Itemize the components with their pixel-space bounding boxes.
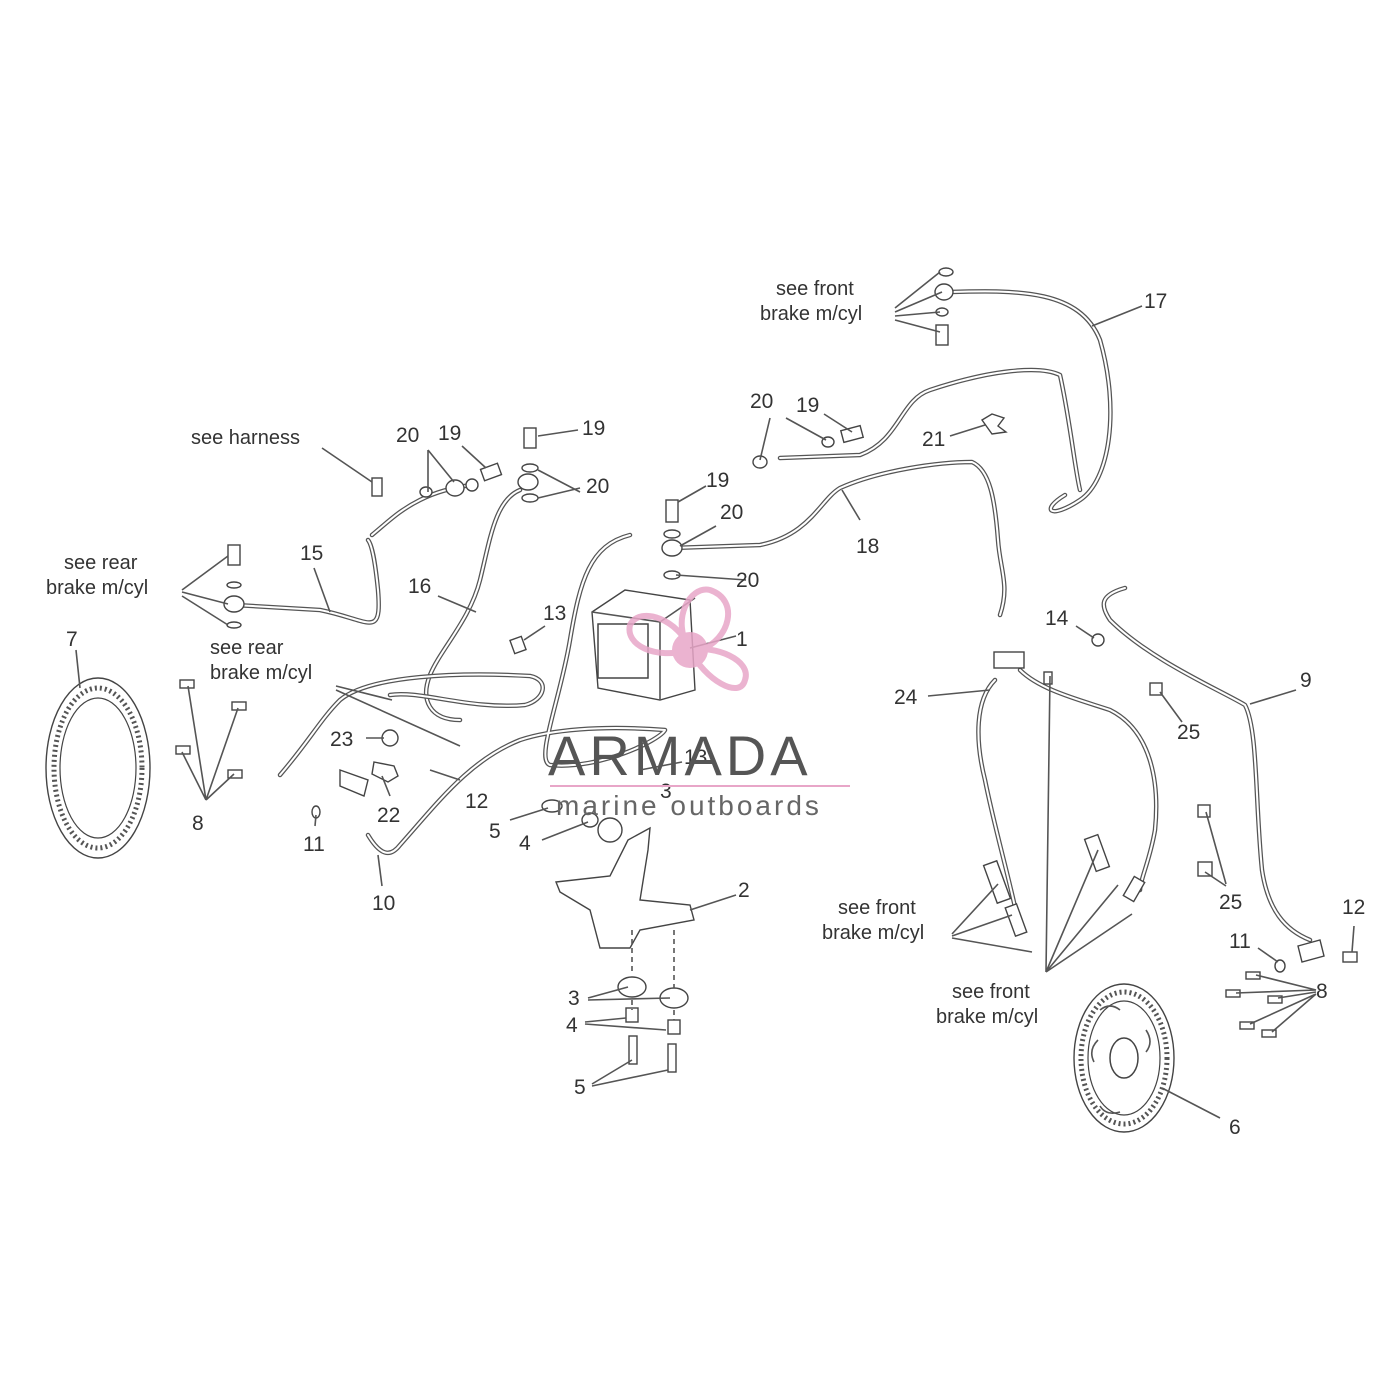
callout-20: 20 xyxy=(736,569,759,592)
note-rear-b-line1: see rear xyxy=(210,637,284,659)
tone-ring-7 xyxy=(45,677,151,859)
callout-23: 23 xyxy=(330,728,353,751)
callout-13: 13 xyxy=(684,746,707,769)
callout-8: 8 xyxy=(192,812,204,835)
callout-20: 20 xyxy=(750,390,773,413)
callout-5: 5 xyxy=(489,820,501,843)
callout-20: 20 xyxy=(396,424,419,447)
callout-7: 7 xyxy=(66,628,78,651)
callout-22: 22 xyxy=(377,804,400,827)
note-front-top-line1: see front xyxy=(776,278,854,300)
callout-4: 4 xyxy=(566,1014,578,1037)
callout-2: 2 xyxy=(738,879,750,902)
callout-6: 6 xyxy=(1229,1116,1241,1139)
callout-numbers: 1 2 3 3 4 4 5 5 6 7 8 8 9 10 11 11 12 12… xyxy=(66,290,1365,1139)
callout-25: 25 xyxy=(1219,891,1242,914)
brand-tagline: marine outboards xyxy=(556,790,822,821)
callout-12: 12 xyxy=(1342,896,1365,919)
brake-hoses xyxy=(232,289,1313,943)
hardware-parts xyxy=(175,267,1358,1038)
callout-11: 11 xyxy=(303,833,325,856)
callout-18: 18 xyxy=(856,535,879,558)
callout-19: 19 xyxy=(706,469,729,492)
note-rear-a-line1: see rear xyxy=(64,552,138,574)
callout-10: 10 xyxy=(372,892,395,915)
note-front-low-line1: see front xyxy=(952,981,1030,1003)
callout-20: 20 xyxy=(720,501,743,524)
note-rear-a-line2: brake m/cyl xyxy=(46,577,148,599)
callout-11: 11 xyxy=(1229,930,1251,953)
callout-4: 4 xyxy=(519,832,531,855)
note-see-harness: see harness xyxy=(191,427,300,449)
callout-5: 5 xyxy=(574,1076,586,1099)
note-front-mid-line1: see front xyxy=(838,897,916,919)
armada-watermark: ARMADA marine outboards xyxy=(548,586,850,821)
callout-1: 1 xyxy=(736,628,748,651)
note-front-low-line2: brake m/cyl xyxy=(936,1006,1038,1028)
note-front-mid-line2: brake m/cyl xyxy=(822,922,924,944)
callout-19: 19 xyxy=(582,417,605,440)
callout-3: 3 xyxy=(660,780,672,803)
callout-19: 19 xyxy=(438,422,461,445)
callout-25: 25 xyxy=(1177,721,1200,744)
brand-name: ARMADA xyxy=(548,724,812,787)
callout-15: 15 xyxy=(300,542,323,565)
callout-19: 19 xyxy=(796,394,819,417)
callout-21: 21 xyxy=(922,428,945,451)
callout-20: 20 xyxy=(586,475,609,498)
propeller-logo xyxy=(626,586,749,691)
callout-13: 13 xyxy=(543,602,566,625)
callout-14: 14 xyxy=(1045,607,1069,630)
reference-notes: see harness see front brake m/cyl see re… xyxy=(46,278,1038,1028)
callout-9: 9 xyxy=(1300,669,1312,692)
leader-lines xyxy=(75,271,1355,1119)
callout-8: 8 xyxy=(1316,980,1328,1003)
mounting-bracket-2 xyxy=(541,799,695,1073)
callout-17: 17 xyxy=(1144,290,1167,313)
callout-3: 3 xyxy=(568,987,580,1010)
callout-24: 24 xyxy=(894,686,918,709)
tone-ring-6 xyxy=(1073,983,1175,1133)
note-rear-b-line2: brake m/cyl xyxy=(210,662,312,684)
callout-12: 12 xyxy=(465,790,488,813)
note-front-top-line2: brake m/cyl xyxy=(760,303,862,325)
callout-16: 16 xyxy=(408,575,431,598)
